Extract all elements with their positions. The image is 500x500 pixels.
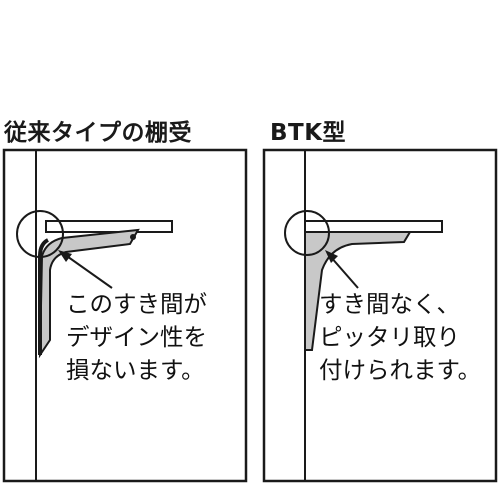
left-shelf-board xyxy=(45,220,173,233)
left-caption-line: 損ないます。 xyxy=(66,356,205,384)
right-panel-title: BTK型 xyxy=(270,120,347,146)
right-arrow-line xyxy=(329,255,359,289)
right-caption-line: 付けられます。 xyxy=(319,356,482,384)
right-caption-line: すき間なく、 xyxy=(319,290,460,318)
left-bracket-screw xyxy=(130,234,136,240)
left-caption-line: このすき間が xyxy=(66,290,207,318)
right-highlight-circle xyxy=(284,210,330,256)
left-panel xyxy=(2,148,248,483)
left-bracket xyxy=(38,228,140,359)
left-caption: このすき間が デザイン性を 損ないます。 xyxy=(66,288,207,387)
right-panel-frame xyxy=(262,148,498,483)
left-bracket-back xyxy=(38,238,50,355)
left-highlight-circle xyxy=(16,210,64,258)
left-arrow-line xyxy=(63,253,113,289)
right-caption-line: ピッタリ取り xyxy=(319,323,460,351)
right-caption: すき間なく、 ピッタリ取り 付けられます。 xyxy=(319,288,481,387)
left-arrow-head xyxy=(58,250,72,262)
right-arrow-head xyxy=(325,250,338,263)
left-caption-line: デザイン性を xyxy=(66,323,207,351)
right-bracket xyxy=(304,231,412,351)
left-panel-title: 従来タイプの棚受 xyxy=(4,120,192,146)
right-panel xyxy=(262,148,498,483)
